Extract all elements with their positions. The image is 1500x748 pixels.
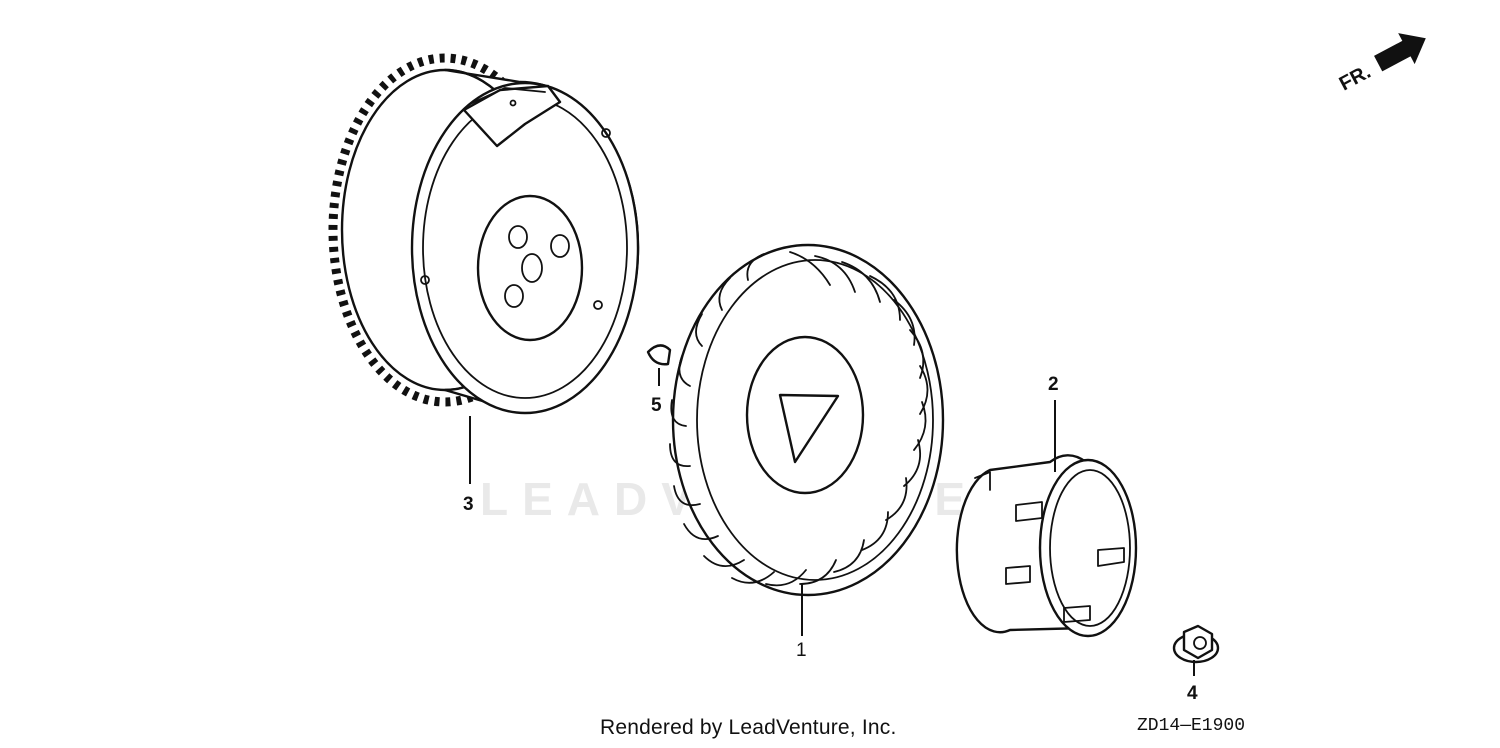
nut-hex: [1182, 624, 1214, 660]
flywheel-boss-bottom: [593, 300, 603, 310]
front-label: FR.: [1336, 61, 1375, 96]
flywheel-magnet-edge: [469, 87, 546, 105]
callout-4: 4: [1187, 683, 1198, 704]
callout-5: 5: [651, 395, 662, 416]
flywheel-boss-top: [601, 128, 611, 138]
flange-nut-part[interactable]: [1172, 624, 1220, 664]
fan-blade-ring: [696, 259, 934, 581]
diagram-code: ZD14—E1900: [1137, 716, 1246, 736]
fan-hub-triangle: [778, 393, 840, 464]
callout-2: 2: [1048, 374, 1059, 395]
flywheel-boss-left: [420, 275, 430, 285]
woodruff-key-part[interactable]: [646, 344, 672, 366]
woodruff-key: [646, 344, 672, 366]
cooling-fan-part[interactable]: [669, 243, 945, 597]
flywheel-hub-hole-b: [550, 234, 570, 258]
pulley-open-end: [1038, 458, 1138, 638]
flywheel-magnet-rivet: [509, 99, 517, 107]
pulley-slot-b: [1005, 565, 1031, 585]
render-credit: Rendered by LeadVenture, Inc.: [600, 716, 897, 739]
fan-blades: [669, 251, 929, 587]
flywheel-hub: [476, 194, 584, 342]
callout-1: 1: [796, 640, 807, 661]
nut-bore: [1193, 636, 1207, 650]
pulley-slot-d: [1063, 605, 1091, 623]
flywheel-hub-hole-c: [504, 284, 524, 308]
flywheel-hub-bore: [521, 253, 543, 283]
front-arrow-icon: [1374, 33, 1426, 72]
callout-3: 3: [463, 494, 474, 515]
pulley-slot-a: [1015, 501, 1043, 522]
starter-pulley-part[interactable]: [955, 454, 1138, 638]
pulley-open-end-inner: [1049, 469, 1131, 627]
pulley-back-lip: [974, 471, 991, 491]
flywheel-part[interactable]: [328, 53, 640, 415]
pulley-slot-c: [1097, 547, 1125, 567]
front-direction-indicator: FR.: [1336, 33, 1426, 96]
flywheel-hub-hole-a: [508, 225, 528, 249]
